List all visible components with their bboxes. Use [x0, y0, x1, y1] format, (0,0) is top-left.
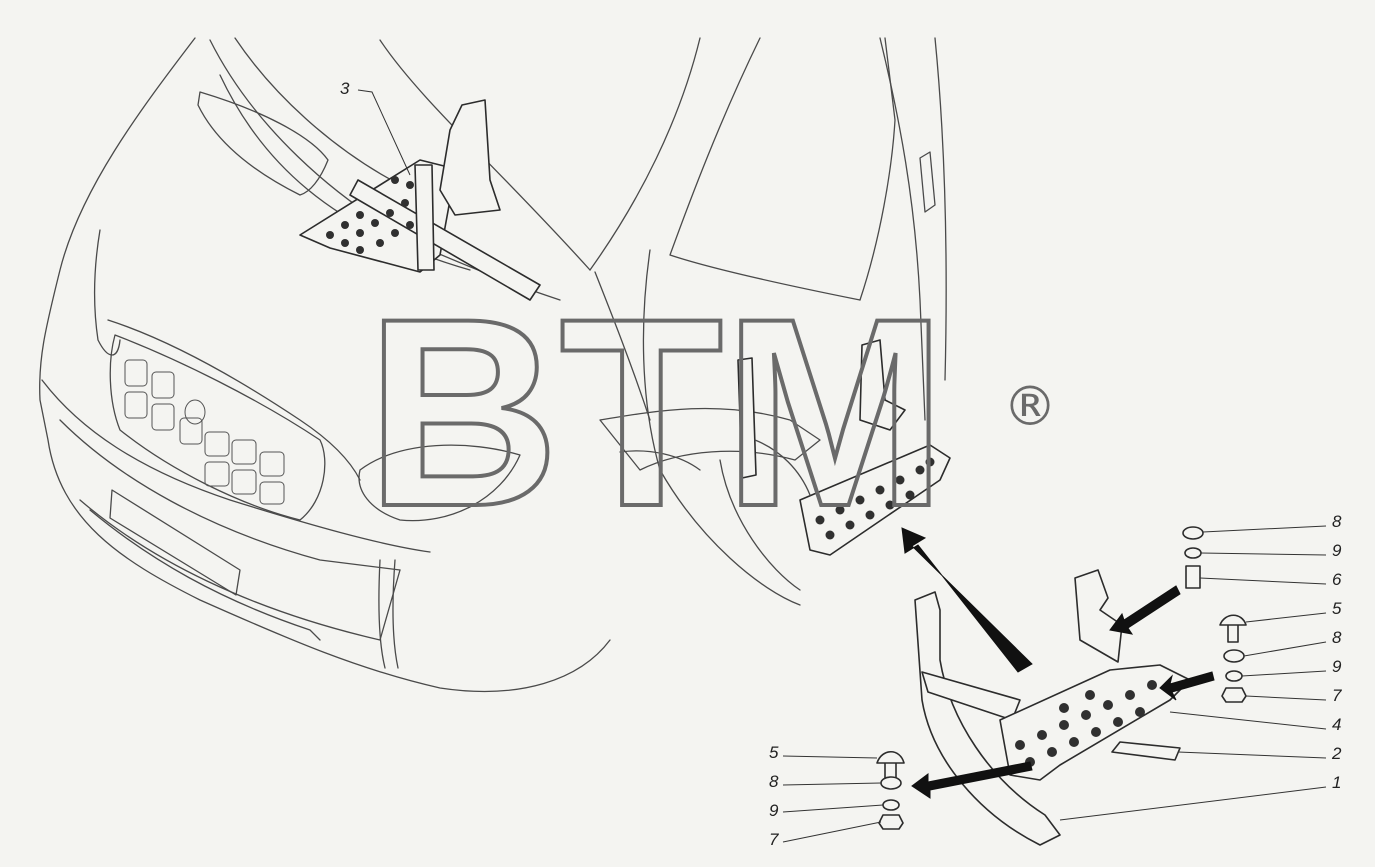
callout-5-b: 5 [769, 743, 779, 762]
exploded-step-assembly [914, 569, 1191, 846]
leader-lines [357, 89, 1327, 843]
lock-washer-9-right [1225, 670, 1243, 682]
arrow-to-step-left [911, 761, 1033, 799]
callout-7-a: 7 [1332, 686, 1342, 705]
nut-7-right [1221, 687, 1247, 703]
front-grille [109, 334, 326, 521]
watermark-registered-mark: ® [1003, 375, 1057, 438]
watermark: BTM ® [364, 260, 1057, 564]
nut-7-left [878, 814, 904, 830]
callout-8-b: 8 [1332, 628, 1342, 647]
washer-8-top [1182, 526, 1204, 540]
lock-washer-9-top [1184, 547, 1202, 559]
bolt-5-right [1219, 614, 1247, 643]
callout-8-c: 8 [769, 772, 779, 791]
callout-9-c: 9 [769, 801, 779, 820]
arrow-to-plate [1159, 671, 1215, 701]
bracket-part-2 [1074, 569, 1123, 663]
callout-7-b: 7 [769, 830, 779, 849]
callout-8-a: 8 [1332, 512, 1342, 531]
callout-numbers: 3 8 9 6 5 8 9 7 4 2 1 5 8 9 7 [340, 79, 1342, 849]
callout-5-a: 5 [1332, 599, 1342, 618]
callout-9-b: 9 [1332, 657, 1342, 676]
callout-2: 2 [1331, 744, 1342, 763]
lock-washer-9-left [882, 799, 900, 811]
upper-step-assembly [299, 99, 541, 301]
bolt-6 [1185, 565, 1201, 589]
arrow-to-installed-step [901, 527, 1033, 673]
callout-9-a: 9 [1332, 541, 1342, 560]
washer-8-left [880, 776, 902, 790]
callout-6: 6 [1332, 570, 1342, 589]
assembly-arrows [901, 527, 1215, 799]
washer-8-right [1223, 649, 1245, 663]
callout-1: 1 [1332, 773, 1341, 792]
installed-step-assembly [737, 339, 951, 556]
callout-4: 4 [1332, 715, 1341, 734]
watermark-text: BTM [366, 262, 947, 562]
callout-3: 3 [340, 79, 350, 98]
arrow-to-bracket [1109, 585, 1181, 635]
